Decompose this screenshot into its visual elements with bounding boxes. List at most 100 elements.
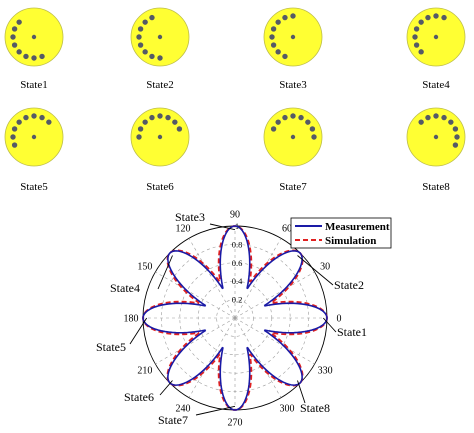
element-dot	[311, 134, 317, 140]
state-label: State1	[20, 79, 48, 91]
callout-line	[157, 255, 173, 290]
element-dot	[149, 53, 155, 60]
state-panel-5: State5	[4, 107, 64, 193]
callout-line	[129, 317, 148, 345]
radius-tick-label: 0.6	[232, 258, 243, 268]
callout-label: State8	[300, 401, 330, 415]
center-dot	[157, 34, 163, 40]
state-panel-7: State7	[263, 107, 323, 193]
center-dot	[433, 34, 439, 40]
element-dot	[452, 142, 459, 148]
element-dot	[31, 55, 37, 61]
element-dot	[454, 134, 460, 140]
element-dot	[136, 34, 142, 40]
grid-spoke	[188, 238, 236, 319]
radius-tick-label: 0.2	[232, 295, 243, 305]
state-label: State5	[20, 181, 48, 193]
callout-label: State7	[158, 413, 188, 427]
callout-line	[322, 317, 337, 333]
callout-label: State2	[334, 278, 364, 292]
element-dot	[142, 119, 148, 125]
grid-spoke	[234, 317, 282, 398]
state-label: State3	[279, 79, 307, 91]
legend-label-measurement: Measurement	[325, 221, 390, 233]
angle-tick-label: 30	[320, 262, 330, 273]
angle-tick-label: 60	[282, 223, 292, 234]
callout-line	[209, 223, 236, 231]
element-dot	[157, 55, 163, 61]
element-dot	[275, 119, 281, 125]
state-label: State7	[279, 181, 307, 193]
angle-tick-label: 120	[176, 223, 191, 234]
center-dot	[290, 134, 296, 140]
element-dot	[441, 14, 447, 21]
element-dot	[418, 19, 424, 25]
element-dot	[165, 114, 171, 121]
element-dot	[137, 42, 144, 48]
element-dot	[418, 119, 424, 125]
element-dot	[11, 42, 18, 48]
series-measurement	[142, 225, 328, 411]
state-label: State2	[146, 79, 174, 91]
radius-tick-labels: 0.20.40.60.81	[232, 221, 243, 305]
angle-tick-label: 0	[337, 314, 342, 325]
element-dot	[11, 142, 18, 148]
grid-spoke	[188, 317, 236, 398]
element-dot	[433, 113, 439, 119]
element-dot	[452, 126, 459, 132]
element-dot	[136, 134, 142, 140]
element-dot	[172, 119, 178, 125]
element-dot	[433, 13, 439, 19]
angle-tick-label: 210	[137, 366, 152, 377]
element-dot	[142, 49, 148, 55]
center-dot	[157, 134, 163, 140]
element-dot	[441, 114, 447, 121]
element-dot	[275, 49, 281, 55]
callout-label: State3	[175, 210, 205, 224]
grid-spoke	[234, 271, 315, 319]
element-dot	[413, 42, 420, 48]
element-dot	[309, 126, 316, 132]
callout-line	[297, 380, 306, 404]
element-dot	[23, 114, 29, 121]
callout-line	[297, 255, 334, 286]
state-panel-3: State3	[263, 7, 323, 91]
element-dot	[425, 14, 431, 21]
element-dot	[418, 49, 424, 55]
element-dot	[31, 113, 37, 119]
element-dot	[149, 114, 155, 121]
angle-tick-label: 90	[230, 210, 240, 221]
center-dot	[290, 34, 296, 40]
grid-spoke	[155, 317, 236, 365]
legend-label-simulation: Simulation	[325, 235, 376, 247]
callout-line	[195, 405, 236, 416]
element-dot	[413, 26, 420, 32]
angle-tick-label: 240	[176, 404, 191, 415]
element-dot	[137, 126, 144, 132]
grid-spoke	[155, 271, 236, 319]
state-panel-6: State6	[130, 107, 190, 193]
element-dot	[157, 113, 163, 119]
angle-tick-label: 270	[228, 418, 243, 429]
state-label: State4	[422, 79, 450, 91]
element-dot	[298, 114, 304, 121]
element-dot	[46, 119, 52, 125]
state-panel-8: State8	[406, 107, 466, 193]
element-dot	[412, 34, 418, 40]
element-dot	[16, 49, 22, 55]
element-dot	[11, 126, 18, 132]
element-dot	[290, 113, 296, 119]
state-panel-1: State1	[4, 7, 64, 91]
center-dot	[31, 34, 37, 40]
state-callouts: State1State2State3State4State5State6Stat…	[96, 210, 367, 427]
element-dot	[23, 53, 29, 60]
element-dot	[282, 14, 288, 21]
state-label: State8	[422, 181, 450, 193]
element-dot	[269, 34, 275, 40]
legend-box	[290, 217, 392, 249]
element-dot	[270, 42, 277, 48]
